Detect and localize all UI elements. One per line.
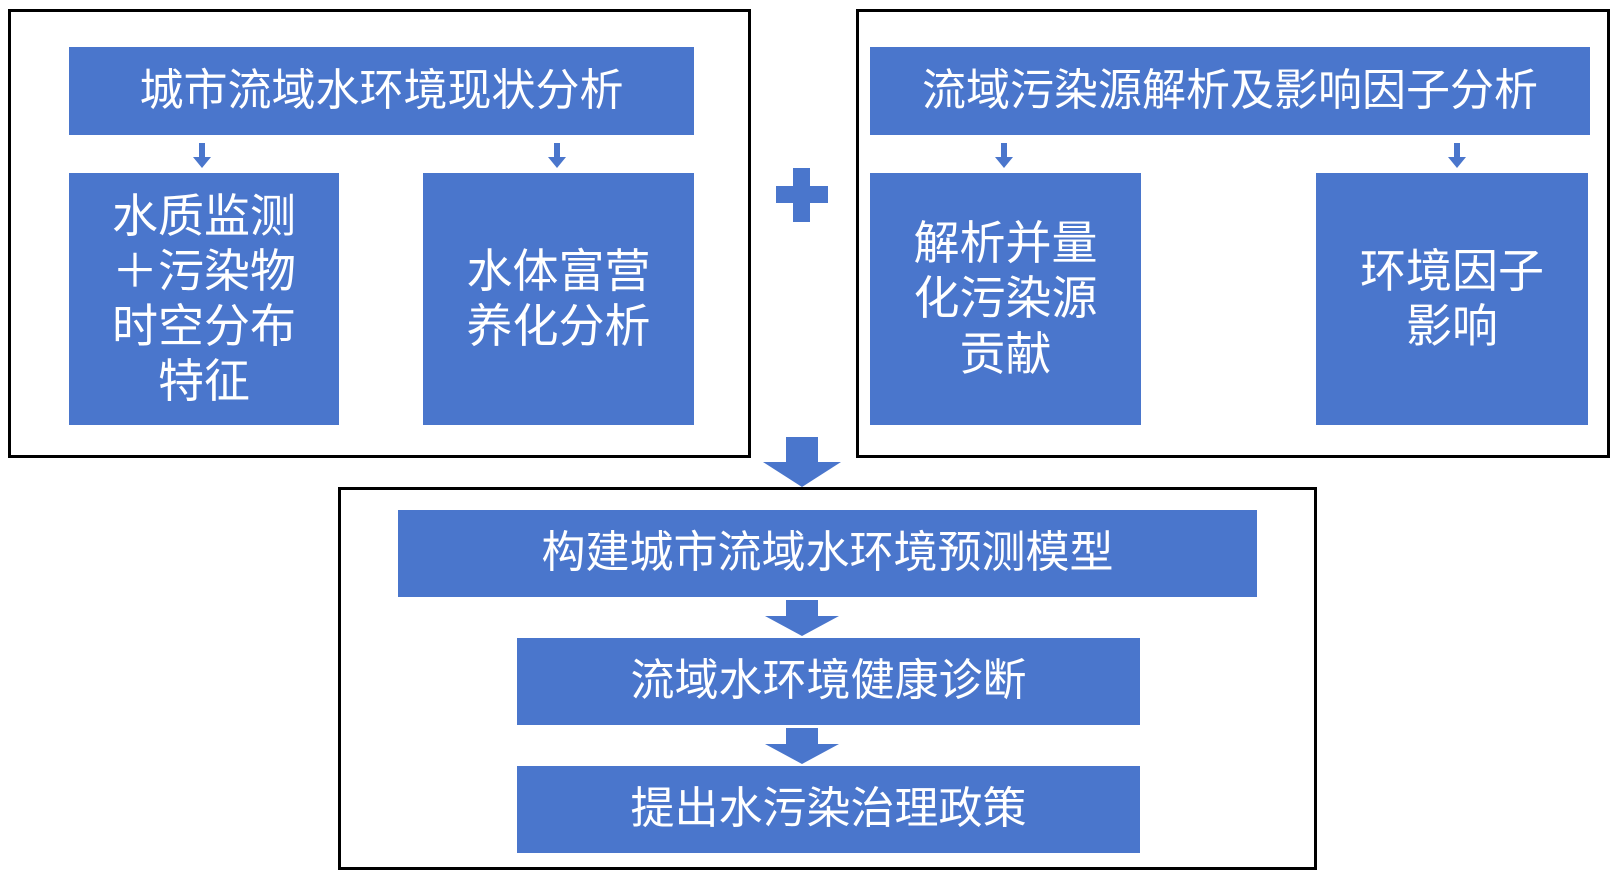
pollution-source-box: 解析并量化污染源贡献 xyxy=(870,173,1141,425)
left-panel-header: 城市流域水环境现状分析 xyxy=(69,47,694,135)
prediction-model-box: 构建城市流域水环境预测模型 xyxy=(398,510,1257,597)
left-panel-header-label: 城市流域水环境现状分析 xyxy=(139,64,624,116)
arrow-down-icon xyxy=(763,437,841,487)
pollution-source-label: 解析并量化污染源贡献 xyxy=(913,216,1098,381)
eutrophication-analysis-label: 水体富营养化分析 xyxy=(466,243,651,353)
eutrophication-analysis-box: 水体富营养化分析 xyxy=(423,173,694,425)
health-diagnosis-label: 流域水环境健康诊断 xyxy=(630,655,1027,707)
arrow-down-icon xyxy=(995,143,1013,168)
arrow-down-icon xyxy=(1448,143,1466,168)
environmental-factor-box: 环境因子影响 xyxy=(1316,173,1588,425)
environmental-factor-label: 环境因子影响 xyxy=(1360,243,1544,353)
arrow-down-icon xyxy=(765,728,839,764)
right-panel-header-label: 流域污染源解析及影响因子分析 xyxy=(922,64,1538,116)
arrow-down-icon xyxy=(765,600,839,636)
arrow-down-icon xyxy=(548,143,566,168)
pollution-policy-label: 提出水污染治理政策 xyxy=(630,783,1027,835)
plus-icon xyxy=(776,168,828,222)
water-quality-monitoring-label: 水质监测＋污染物时空分布特征 xyxy=(112,188,296,409)
health-diagnosis-box: 流域水环境健康诊断 xyxy=(517,638,1140,725)
prediction-model-label: 构建城市流域水环境预测模型 xyxy=(541,527,1114,579)
pollution-policy-box: 提出水污染治理政策 xyxy=(517,766,1140,853)
water-quality-monitoring-box: 水质监测＋污染物时空分布特征 xyxy=(69,173,339,425)
arrow-down-icon xyxy=(193,143,211,168)
right-panel-header: 流域污染源解析及影响因子分析 xyxy=(870,47,1590,135)
